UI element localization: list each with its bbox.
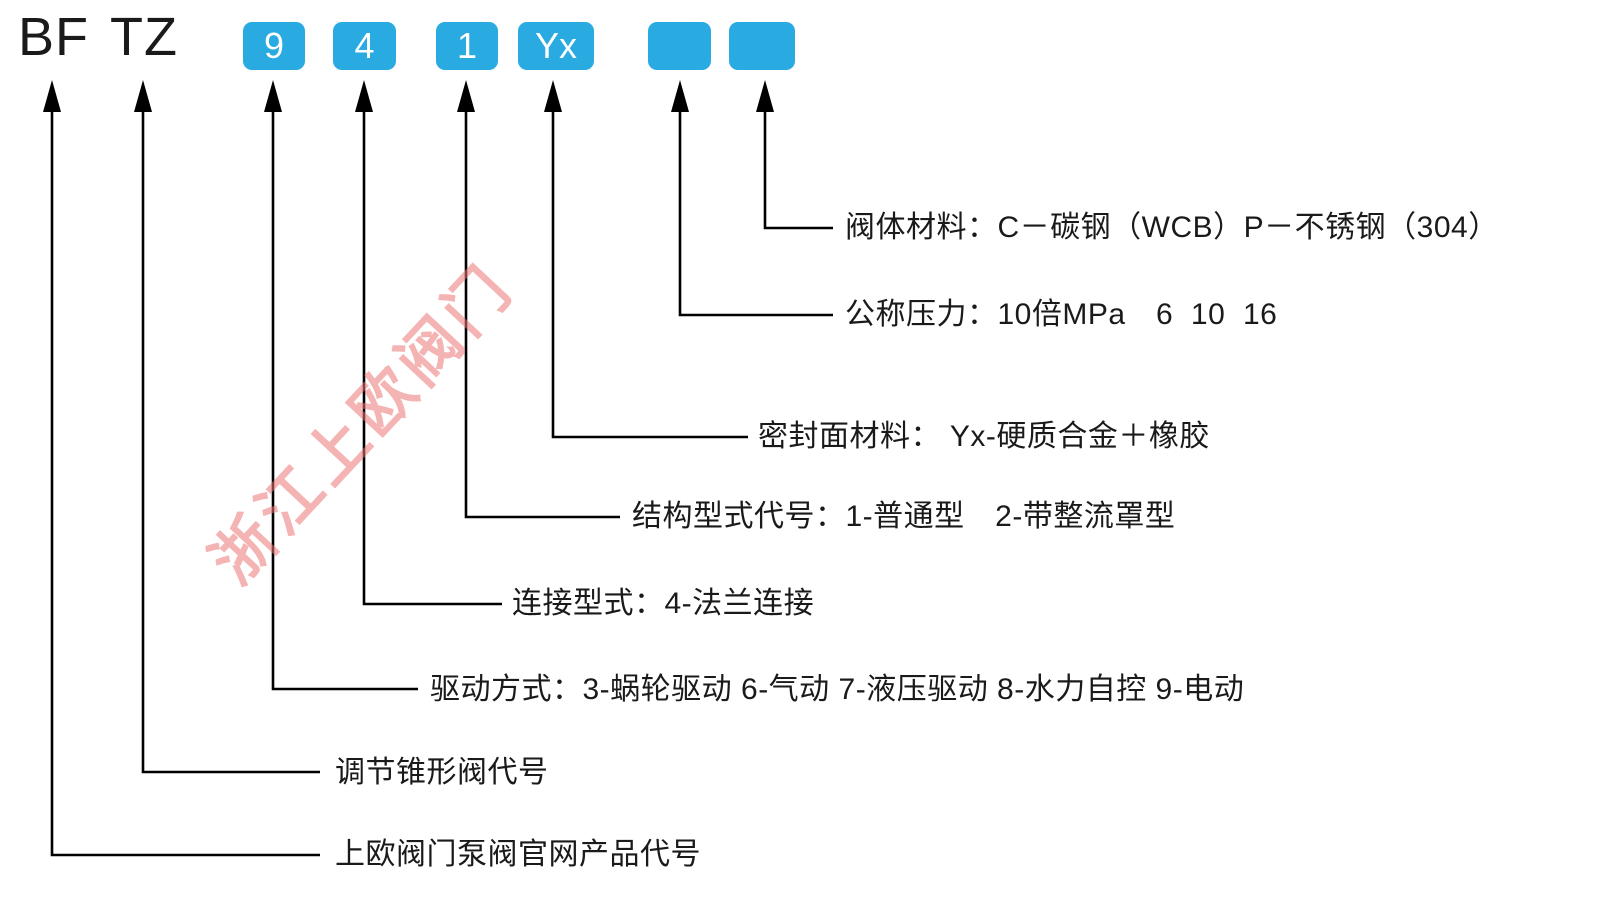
legend-nominal-pressure: 公称压力：10倍MPa 6 10 16 bbox=[845, 298, 1278, 331]
arrow-up-icon bbox=[671, 80, 689, 112]
legend-body-material: 阀体材料：C－碳钢（WCB）P－不锈钢（304） bbox=[845, 211, 1499, 244]
connector-line bbox=[551, 108, 748, 439]
arrow-up-icon bbox=[264, 80, 282, 112]
connector-sealing-material bbox=[544, 80, 748, 439]
connector-line bbox=[141, 108, 320, 774]
connector-drive-mode bbox=[264, 80, 418, 691]
legend-sealing-material: 密封面材料： Yx-硬质合金＋橡胶 bbox=[758, 420, 1210, 453]
arrow-up-icon bbox=[43, 80, 61, 112]
connector-line bbox=[763, 108, 833, 230]
legend-valve-code: 调节锥形阀代号 bbox=[335, 756, 549, 789]
connector-line bbox=[50, 108, 320, 857]
connector-nominal-pressure bbox=[671, 80, 833, 317]
connector-connection-type bbox=[355, 80, 502, 606]
arrow-up-icon bbox=[355, 80, 373, 112]
arrow-up-icon bbox=[544, 80, 562, 112]
connector-line bbox=[362, 108, 502, 606]
connector-line bbox=[271, 108, 418, 691]
code-prefix-tz: TZ bbox=[110, 7, 178, 67]
arrow-up-icon bbox=[756, 80, 774, 112]
arrow-up-icon bbox=[134, 80, 152, 112]
arrow-up-icon bbox=[457, 80, 475, 112]
connector-line bbox=[678, 108, 833, 317]
code-box-drive-mode: 9 bbox=[243, 22, 305, 70]
connector-body-material bbox=[756, 80, 833, 230]
connector-valve-code bbox=[134, 80, 320, 774]
legend-drive-mode: 驱动方式：3-蜗轮驱动 6-气动 7-液压驱动 8-水力自控 9-电动 bbox=[430, 673, 1245, 706]
code-prefix-bf: BF bbox=[18, 7, 90, 67]
connector-structure-type bbox=[457, 80, 620, 519]
connector-product-code bbox=[43, 80, 320, 857]
connector-line bbox=[464, 108, 620, 519]
legend-structure-type: 结构型式代号：1-普通型 2-带整流罩型 bbox=[632, 500, 1176, 533]
code-box-structure-type: 1 bbox=[436, 22, 498, 70]
code-box-pressure-blank bbox=[648, 22, 711, 70]
code-box-sealing-material: Yx bbox=[518, 22, 594, 70]
code-box-material-blank bbox=[729, 22, 795, 70]
legend-product-code: 上欧阀门泵阀官网产品代号 bbox=[335, 838, 701, 871]
code-box-connection-type: 4 bbox=[333, 22, 396, 70]
legend-connection-type: 连接型式：4-法兰连接 bbox=[512, 587, 815, 620]
